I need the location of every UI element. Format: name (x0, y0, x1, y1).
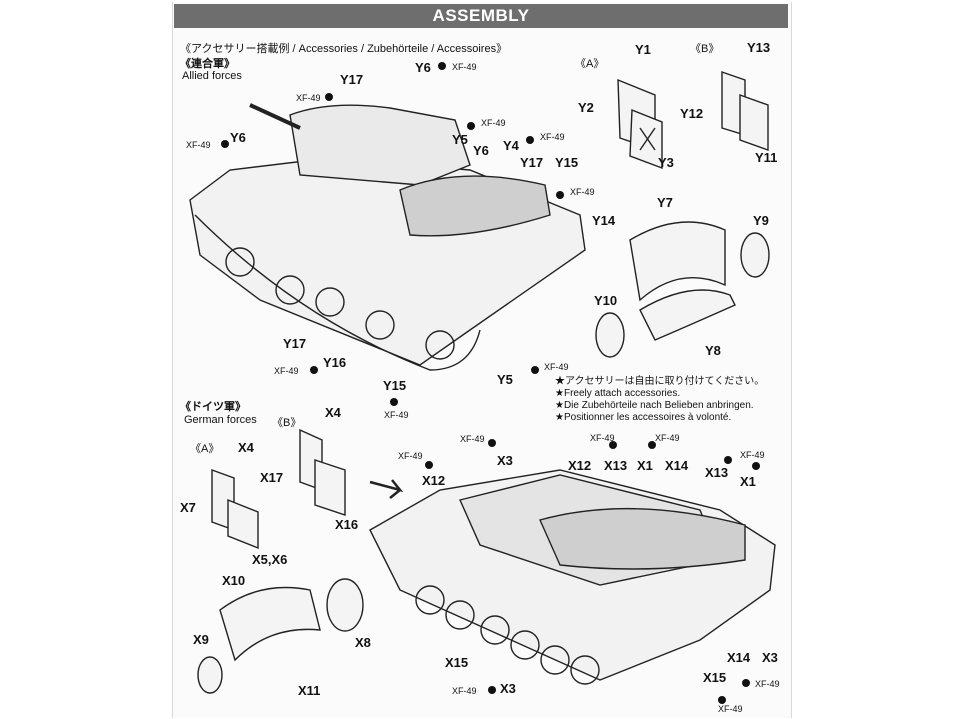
part-label-x3: X3 (500, 681, 516, 696)
allied-heading-jp: 《連合軍》 (180, 58, 235, 70)
group-a-label: 《A》 (190, 443, 220, 455)
note-en: ★Freely attach accessories. (555, 388, 681, 399)
part-label-y2: Y2 (578, 100, 594, 115)
part-label-x14: X14 (665, 458, 689, 473)
part-label-y17: Y17 (283, 336, 307, 351)
paint-code: XF-49 (590, 433, 615, 443)
paint-code: XF-49 (274, 366, 299, 376)
paint-code: XF-49 (452, 686, 477, 696)
paint-code: XF-49 (544, 362, 569, 372)
paint-code: XF-49 (452, 62, 477, 72)
german-heading-en: German forces (184, 414, 257, 426)
allied-heading-en: Allied forces (182, 70, 242, 82)
part-label-y15: Y15 (555, 155, 579, 170)
note-jp: ★アクセサリーは自由に取り付けてください。 (555, 376, 765, 387)
paint-code: XF-49 (296, 93, 321, 103)
part-label-x3: X3 (762, 650, 778, 665)
part-label-x12: X12 (422, 473, 446, 488)
group-b-label: 《B》 (690, 43, 720, 55)
part-label-x1: X1 (740, 474, 756, 489)
part-label-x15: X15 (703, 670, 727, 685)
part-label-y5: Y5 (452, 132, 468, 147)
part-label-x12: X12 (568, 458, 592, 473)
part-label-x10: X10 (222, 573, 246, 588)
paint-code: XF-49 (655, 433, 680, 443)
part-label-y6: Y6 (415, 60, 431, 75)
part-label-y8: Y8 (705, 343, 721, 358)
german-heading-jp: 《ドイツ軍》 (180, 401, 246, 413)
part-label-y17: Y17 (520, 155, 544, 170)
paint-code: XF-49 (718, 704, 743, 714)
part-label-x8: X8 (355, 635, 371, 650)
part-label-x15: X15 (445, 655, 469, 670)
part-label-y15: Y15 (383, 378, 407, 393)
part-label-y11: Y11 (755, 150, 778, 165)
paint-code: XF-49 (398, 451, 423, 461)
note-fr: ★Positionner les accessoires à volonté. (555, 412, 732, 423)
paint-code: XF-49 (570, 187, 595, 197)
group-a-label: 《A》 (575, 58, 605, 70)
part-label-y9: Y9 (753, 213, 769, 228)
part-label-x4: X4 (325, 405, 341, 420)
part-label-x13: X13 (705, 465, 729, 480)
part-label-y6: Y6 (473, 143, 489, 158)
group-b-label: 《B》 (272, 417, 302, 429)
paint-code: XF-49 (540, 132, 565, 142)
part-label-x16: X16 (335, 517, 359, 532)
part-label-x4: X4 (238, 440, 254, 455)
part-label-x11: X11 (298, 683, 321, 698)
paint-code: XF-49 (481, 118, 506, 128)
part-label-x1: X1 (637, 458, 653, 473)
part-label-x3: X3 (497, 453, 513, 468)
part-label-y5: Y5 (497, 372, 513, 387)
part-label-x5-x6: X5,X6 (252, 552, 288, 567)
part-label-x7: X7 (180, 500, 196, 515)
part-label-y3: Y3 (658, 155, 674, 170)
paint-code: XF-49 (460, 434, 485, 444)
part-label-y14: Y14 (592, 213, 616, 228)
paint-code: XF-49 (384, 410, 409, 420)
part-label-x9: X9 (193, 632, 209, 647)
paint-code: XF-49 (740, 450, 765, 460)
accessories-heading: 《アクセサリー搭載例 / Accessories / Zubehörteile … (180, 43, 508, 55)
part-label-x14: X14 (727, 650, 751, 665)
part-label-y1: Y1 (635, 42, 651, 57)
part-label-y17: Y17 (340, 72, 364, 87)
paint-code: XF-49 (755, 679, 780, 689)
part-label-y13: Y13 (747, 40, 771, 55)
assembly-banner: ASSEMBLY (174, 4, 788, 28)
paint-code: XF-49 (186, 140, 211, 150)
part-label-y7: Y7 (657, 195, 673, 210)
part-label-y10: Y10 (594, 293, 618, 308)
part-label-x17: X17 (260, 470, 284, 485)
part-label-y16: Y16 (323, 355, 347, 370)
part-label-y12: Y12 (680, 106, 704, 121)
part-label-y4: Y4 (503, 138, 519, 153)
part-label-x13: X13 (604, 458, 628, 473)
note-de: ★Die Zubehörteile nach Belieben anbringe… (555, 400, 754, 411)
part-label-y6: Y6 (230, 130, 246, 145)
